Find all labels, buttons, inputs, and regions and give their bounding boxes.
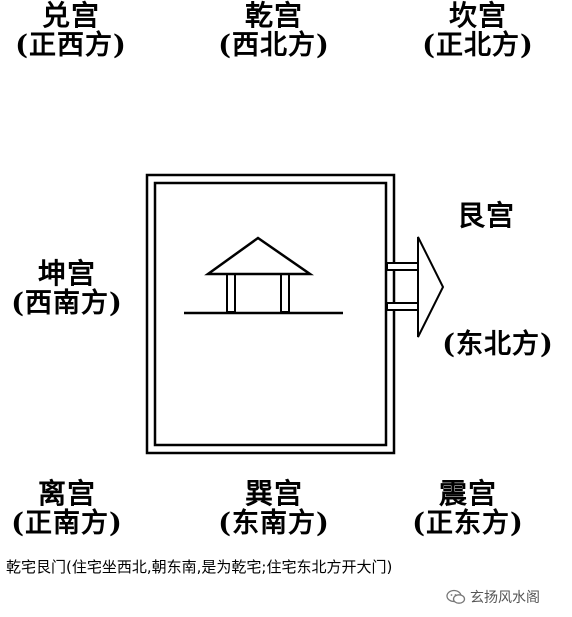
palace-zhen-name: 震宫 [438, 477, 497, 510]
palace-dui: 兑宫 (正西方) [6, 0, 136, 62]
palace-qian-direction: (西北方) [218, 30, 330, 62]
palace-xun: 巽宫 (东南方) [204, 478, 344, 540]
palace-qian: 乾宫 (西北方) [204, 0, 344, 62]
pavilion-icon [184, 236, 343, 315]
palace-qian-name: 乾宫 [244, 0, 303, 32]
house-outer-wall [145, 173, 396, 455]
palace-dui-name: 兑宫 [41, 0, 100, 32]
palace-gen: 艮宫 [446, 199, 526, 232]
palace-zhen-direction: (正东方) [412, 508, 524, 540]
palace-gen-name: 艮宫 [456, 199, 515, 232]
palace-li: 离宫 (正南方) [0, 478, 134, 540]
palace-li-name: 离宫 [37, 477, 96, 510]
palace-kun-direction: (西南方) [11, 288, 123, 320]
palace-kan: 坎宫 (正北方) [408, 0, 548, 62]
palace-dui-direction: (正西方) [15, 30, 127, 62]
house-inner-wall [153, 181, 388, 447]
palace-kun: 坤宫 (西南方) [0, 258, 134, 320]
palace-kan-name: 坎宫 [448, 0, 507, 32]
gate-arrow-icon [386, 236, 445, 338]
palace-zhen: 震宫 (正东方) [398, 478, 538, 540]
wechat-icon [446, 589, 466, 604]
palace-gen-direction-block: (东北方) [428, 329, 568, 360]
palace-li-direction: (正南方) [11, 508, 123, 540]
diagram-caption: 乾宅艮门(住宅坐西北,朝东南,是为乾宅;住宅东北方开大门) [6, 558, 393, 576]
watermark: 玄扬风水阁 [446, 587, 540, 607]
palace-gen-direction: (东北方) [442, 329, 554, 360]
watermark-text: 玄扬风水阁 [470, 590, 540, 606]
palace-kan-direction: (正北方) [422, 30, 534, 62]
palace-xun-name: 巽宫 [244, 477, 303, 510]
palace-xun-direction: (东南方) [218, 508, 330, 540]
palace-kun-name: 坤宫 [37, 257, 96, 290]
